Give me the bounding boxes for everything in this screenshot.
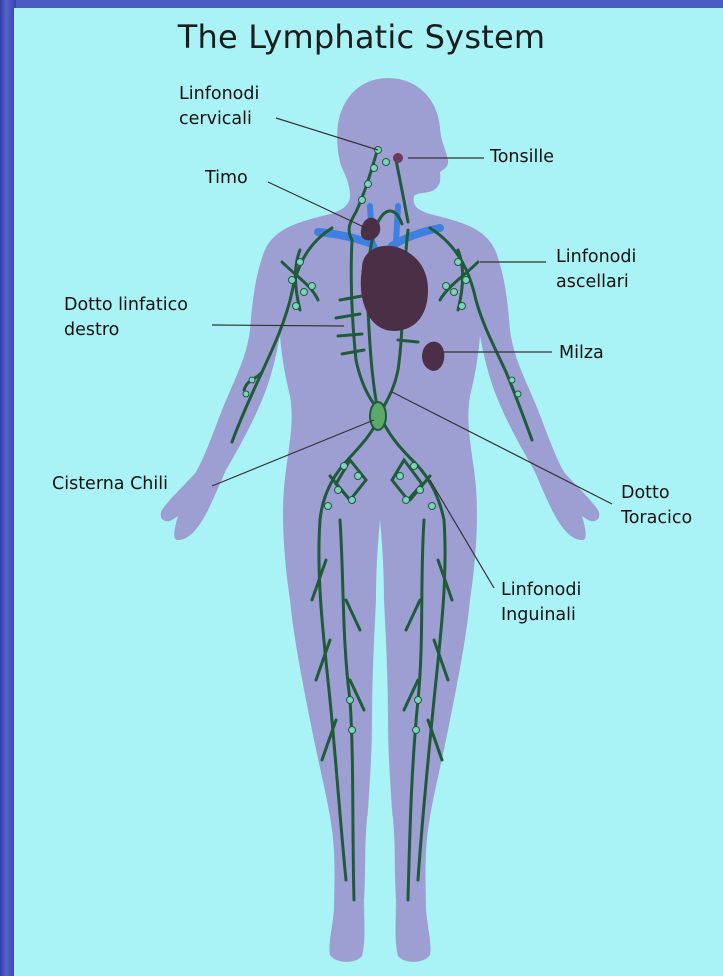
label-tonsille: Tonsille xyxy=(490,145,554,170)
label-timo: Timo xyxy=(205,166,248,191)
body-silhouette xyxy=(161,78,600,962)
label-cisterna-chili: Cisterna Chili xyxy=(52,472,168,497)
diagram-title: The Lymphatic System xyxy=(0,18,723,56)
cisterna-chyli xyxy=(370,402,386,430)
label-linfonodi-cervicali: Linfonodi cervicali xyxy=(179,82,259,132)
label-linfonodi-ascellari: Linfonodi ascellari xyxy=(556,245,636,295)
label-dotto-toracico: Dotto Toracico xyxy=(621,481,692,531)
label-milza: Milza xyxy=(559,341,604,366)
tonsil xyxy=(393,153,403,163)
label-dotto-linfatico-destro: Dotto linfatico destro xyxy=(64,293,188,343)
label-linfonodi-inguinali: Linfonodi Inguinali xyxy=(501,578,581,628)
